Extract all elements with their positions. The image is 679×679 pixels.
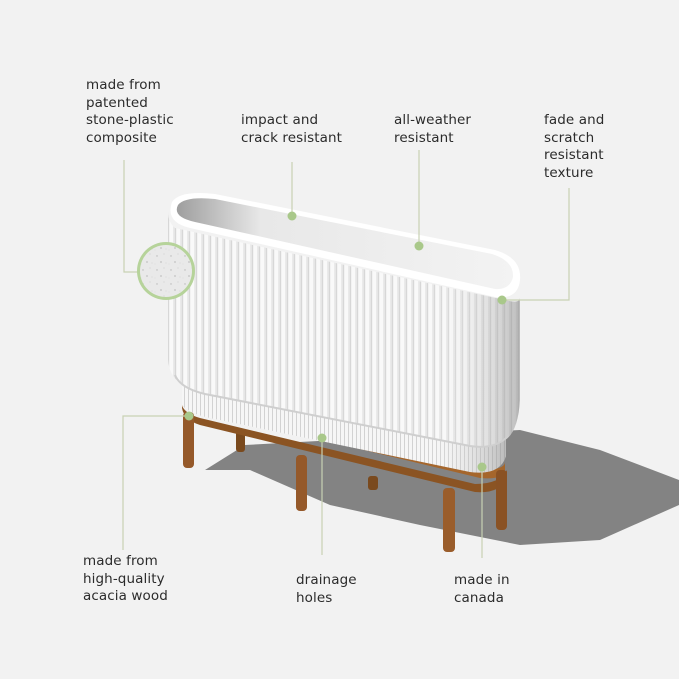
callout-texture: fade and scratch resistant texture [544, 112, 605, 181]
callout-impact: impact and crack resistant [241, 112, 343, 146]
dot-impact [287, 211, 297, 221]
dot-weather [414, 241, 424, 251]
texture-swatch-icon [137, 242, 195, 300]
callout-lines [122, 150, 570, 558]
dot-drainage [317, 433, 327, 443]
dot-origin [477, 462, 487, 472]
planter-shadow [205, 430, 679, 545]
dot-texture [497, 295, 507, 305]
callout-origin: made in canada [454, 572, 510, 606]
dot-wood [184, 411, 194, 421]
callout-material: made from patented stone-plastic composi… [86, 77, 174, 146]
callout-dots [184, 211, 507, 472]
callout-drainage: drainage holes [296, 572, 357, 606]
callout-weather: all-weather resistant [394, 112, 472, 146]
callout-wood: made from high-quality acacia wood [83, 553, 168, 604]
